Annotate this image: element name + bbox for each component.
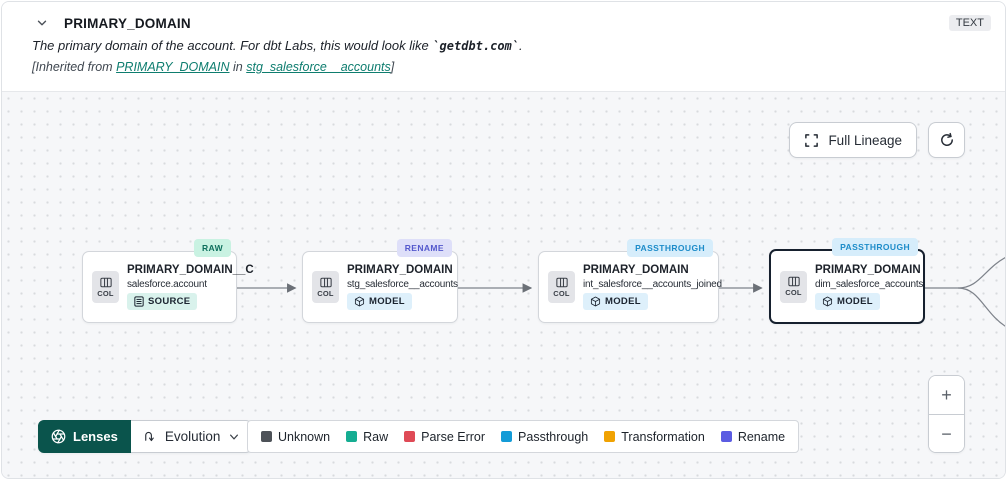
legend-item-raw: Raw bbox=[346, 430, 388, 444]
column-name: PRIMARY_DOMAIN__C bbox=[127, 264, 254, 276]
lens-status-badge: RENAME bbox=[396, 239, 452, 257]
column-name: PRIMARY_DOMAIN bbox=[347, 264, 453, 276]
refresh-button[interactable] bbox=[928, 122, 965, 158]
full-lineage-button[interactable]: Full Lineage bbox=[789, 122, 917, 158]
column-chip: COL bbox=[780, 270, 807, 303]
model-name: int_salesforce__accounts_joined bbox=[583, 279, 722, 290]
lineage-node-source[interactable]: RAW COL PRIMARY_DOMAIN__C salesforce.acc… bbox=[82, 239, 254, 323]
zoom-in-button[interactable]: + bbox=[929, 376, 964, 414]
lineage-node-dim-selected[interactable]: PASSTHROUGH COL PRIMARY_DOMAIN dim_sales… bbox=[769, 238, 925, 324]
inherited-from-note: [Inherited from PRIMARY_DOMAIN in stg_sa… bbox=[32, 60, 395, 74]
legend-swatch bbox=[404, 431, 416, 442]
refresh-icon bbox=[940, 132, 953, 146]
chevron-down-icon bbox=[37, 20, 47, 26]
lens-controls: Lenses Evolution bbox=[38, 420, 253, 453]
model-cube-icon bbox=[822, 296, 833, 306]
model-name: salesforce.account bbox=[127, 279, 207, 290]
inline-code: `getdbt.com` bbox=[432, 39, 520, 53]
model-name: stg_salesforce__accounts bbox=[347, 279, 458, 290]
collapse-toggle-button[interactable] bbox=[35, 16, 49, 30]
columns-icon bbox=[787, 276, 800, 287]
lens-selector-dropdown[interactable]: Evolution bbox=[130, 420, 253, 453]
legend-item-parse-error: Parse Error bbox=[404, 430, 485, 444]
column-name-title: PRIMARY_DOMAIN bbox=[64, 15, 191, 31]
column-chip: COL bbox=[92, 271, 119, 303]
source-icon bbox=[134, 296, 144, 307]
legend-swatch bbox=[720, 431, 732, 442]
legend-item-rename: Rename bbox=[720, 430, 785, 444]
column-header: PRIMARY_DOMAIN TEXT The primary domain o… bbox=[2, 2, 1005, 92]
columns-icon bbox=[319, 277, 332, 287]
model-name: dim_salesforce_accounts bbox=[815, 278, 924, 290]
column-description: The primary domain of the account. For d… bbox=[32, 38, 523, 53]
inherited-column-link[interactable]: PRIMARY_DOMAIN bbox=[116, 60, 230, 74]
resource-type-chip: MODEL bbox=[347, 293, 412, 310]
aperture-lens-icon bbox=[51, 429, 66, 444]
inherited-model-link[interactable]: stg_salesforce__accounts bbox=[246, 60, 391, 74]
model-cube-icon bbox=[590, 296, 601, 307]
evolution-path-icon bbox=[145, 431, 154, 442]
lens-status-badge: PASSTHROUGH bbox=[627, 239, 713, 257]
resource-type-chip: SOURCE bbox=[127, 293, 198, 310]
column-chip: COL bbox=[548, 271, 575, 303]
data-type-badge: TEXT bbox=[948, 15, 991, 31]
expand-fullscreen-icon bbox=[805, 133, 819, 147]
lens-legend: Unknown Raw Parse Error Passthrough Tran… bbox=[247, 420, 800, 453]
legend-swatch bbox=[261, 431, 272, 442]
model-cube-icon bbox=[354, 296, 365, 307]
column-chip: COL bbox=[312, 271, 339, 303]
lenses-button[interactable]: Lenses bbox=[38, 420, 131, 453]
resource-type-chip: MODEL bbox=[583, 293, 648, 310]
lineage-canvas[interactable]: RAW COL PRIMARY_DOMAIN__C salesforce.acc… bbox=[2, 92, 1005, 478]
lens-status-badge: RAW bbox=[193, 239, 231, 257]
lens-status-badge: PASSTHROUGH bbox=[832, 238, 918, 256]
legend-swatch bbox=[604, 431, 616, 442]
column-name: PRIMARY_DOMAIN bbox=[583, 264, 689, 276]
legend-swatch bbox=[501, 431, 513, 442]
lineage-node-staging[interactable]: RENAME COL PRIMARY_DOMAIN stg_salesforce… bbox=[302, 239, 458, 323]
legend-item-passthrough: Passthrough bbox=[501, 430, 588, 444]
legend-swatch bbox=[346, 431, 358, 442]
lineage-node-intermediate[interactable]: PASSTHROUGH COL PRIMARY_DOMAIN int_sales… bbox=[538, 239, 722, 323]
zoom-controls: + − bbox=[928, 375, 965, 453]
column-name: PRIMARY_DOMAIN bbox=[815, 263, 921, 276]
legend-item-unknown: Unknown bbox=[261, 430, 330, 444]
zoom-out-button[interactable]: − bbox=[929, 414, 964, 452]
columns-icon bbox=[555, 277, 568, 287]
legend-item-transformation: Transformation bbox=[604, 430, 705, 444]
resource-type-chip: MODEL bbox=[815, 292, 880, 310]
columns-icon bbox=[99, 277, 112, 287]
canvas-toolbar: Full Lineage bbox=[789, 122, 965, 158]
chevron-down-icon bbox=[230, 433, 239, 440]
